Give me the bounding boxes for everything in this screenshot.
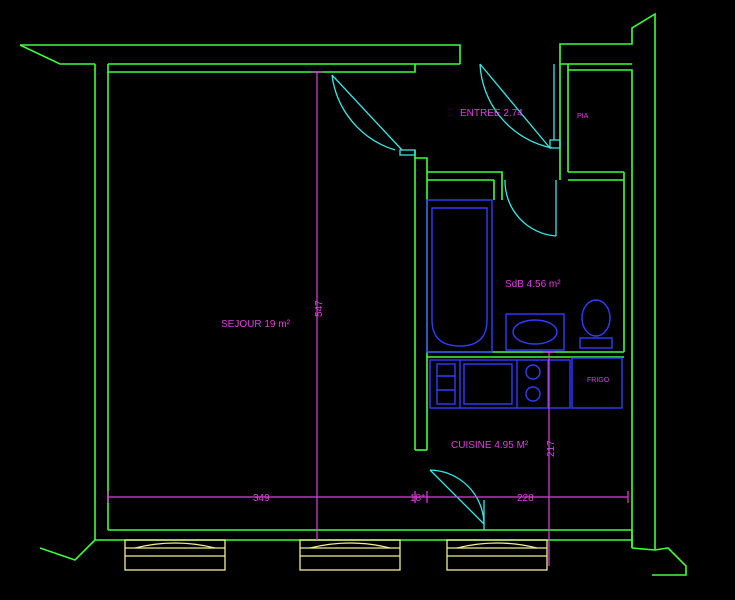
- labels: ENTREE 2.74 PIA SdB 4.56 m² SEJOUR 19 m²…: [221, 108, 610, 504]
- door-sejour: [331, 74, 403, 151]
- door-sdb: [504, 179, 557, 237]
- dimension-lines: [107, 71, 629, 566]
- fridge: [571, 357, 623, 409]
- fixtures: [426, 199, 623, 409]
- appliance-label-frigo: FRIGO: [587, 377, 610, 384]
- kitchen-sink: [463, 363, 513, 405]
- room-label-sdb: SdB 4.56 m²: [505, 279, 561, 290]
- bathroom-sink: [505, 313, 565, 351]
- window-3: [446, 539, 548, 571]
- room-label-entree: ENTREE 2.74: [460, 108, 523, 119]
- room-label-pia: PIA: [577, 113, 589, 120]
- dim-label-sejour-height: 547: [314, 300, 325, 317]
- bathtub: [426, 199, 493, 353]
- dim-label-kitchen-width: 228: [517, 493, 534, 504]
- dim-label-door-width: 18*: [410, 493, 425, 504]
- door-entree: [479, 63, 553, 149]
- dim-label-sejour-width: 349: [253, 493, 270, 504]
- toilet: [579, 337, 613, 349]
- doors: [331, 63, 561, 530]
- room-label-sejour: SEJOUR 19 m²: [221, 319, 291, 330]
- window-1: [124, 539, 226, 571]
- window-2: [299, 539, 401, 571]
- stove-burner: [525, 364, 541, 380]
- dim-label-kitchen-height: 217: [546, 440, 557, 457]
- kitchen-counter: [429, 359, 571, 409]
- stove-burner: [525, 386, 541, 402]
- windows: [124, 539, 548, 571]
- room-label-cuisine: CUISINE 4.95 M²: [451, 440, 529, 451]
